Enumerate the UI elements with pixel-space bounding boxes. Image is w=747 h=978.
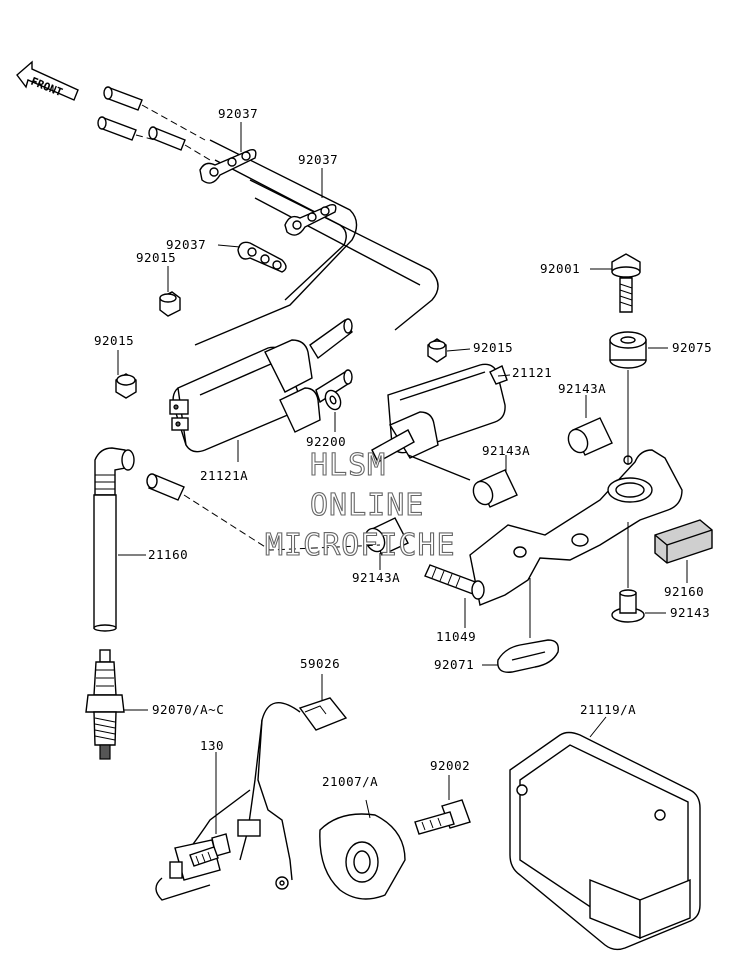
watermark-line-3: MICROFICHE — [265, 528, 456, 563]
rotor-21007 — [319, 813, 406, 900]
watermark-line-1: HLSM — [310, 448, 386, 483]
label-92002: 92002 — [430, 758, 470, 773]
label-92143A-c: 92143A — [352, 570, 400, 585]
ignition-coil-21121 — [371, 363, 508, 481]
grommet-92015-a — [159, 291, 181, 317]
label-92001: 92001 — [540, 261, 580, 276]
label-92037-b: 92037 — [298, 152, 338, 167]
bolt-11049 — [424, 564, 485, 600]
label-92037-c: 92037 — [166, 237, 206, 252]
collar-92143 — [611, 589, 645, 623]
spacer-92143A-a — [567, 417, 613, 456]
tube — [146, 473, 381, 551]
label-92075: 92075 — [672, 340, 712, 355]
label-59026: 59026 — [300, 656, 340, 671]
part-labels: 92037 92037 92037 92015 92015 92015 2112… — [94, 106, 712, 789]
pickup-coil-59026 — [155, 697, 348, 901]
watermark-line-2: ONLINE — [310, 488, 424, 523]
ignition-leads — [97, 86, 439, 346]
label-92070: 92070/A~C — [152, 702, 224, 717]
clamp-92037-b — [284, 203, 337, 236]
clamp-92037-c — [237, 241, 287, 273]
label-92160: 92160 — [664, 584, 704, 599]
spark-plug-lead-21160 — [93, 447, 135, 632]
front-arrow-icon: FRONT — [16, 60, 79, 101]
label-130: 130 — [200, 738, 224, 753]
label-92143A-b: 92143A — [482, 443, 530, 458]
damper-92160 — [654, 519, 713, 564]
bracket — [469, 449, 683, 606]
clamp-92037-a — [199, 148, 257, 184]
label-92015-b: 92015 — [94, 333, 134, 348]
bolt-92001 — [611, 253, 641, 313]
label-92200: 92200 — [306, 434, 346, 449]
label-21121: 21121 — [512, 365, 552, 380]
label-21160: 21160 — [148, 547, 188, 562]
label-21121A: 21121A — [200, 468, 248, 483]
label-92015-c: 92015 — [473, 340, 513, 355]
label-11049: 11049 — [436, 629, 476, 644]
washer-92200 — [324, 389, 342, 411]
label-92143: 92143 — [670, 605, 710, 620]
label-21119: 21119/A — [580, 702, 636, 717]
cdi-unit-21119 — [509, 731, 701, 951]
label-21007: 21007/A — [322, 774, 378, 789]
grommet-92015-c — [427, 338, 447, 363]
grommet-92071 — [497, 639, 559, 673]
leader-lines — [117, 122, 688, 834]
label-92015-a: 92015 — [136, 250, 176, 265]
label-92071: 92071 — [434, 657, 474, 672]
bolt-92002 — [414, 799, 471, 835]
spacer-92143A-b — [472, 469, 518, 508]
watermark: HLSM ONLINE MICROFICHE — [264, 447, 456, 563]
ignition-coil-21121A — [169, 318, 353, 453]
grommet-92015-b — [115, 373, 137, 399]
bolt-130 — [189, 833, 231, 867]
label-92143A-a: 92143A — [558, 381, 606, 396]
grommet-92075 — [609, 331, 647, 369]
spark-plug-92070 — [85, 649, 125, 760]
label-92037-a: 92037 — [218, 106, 258, 121]
